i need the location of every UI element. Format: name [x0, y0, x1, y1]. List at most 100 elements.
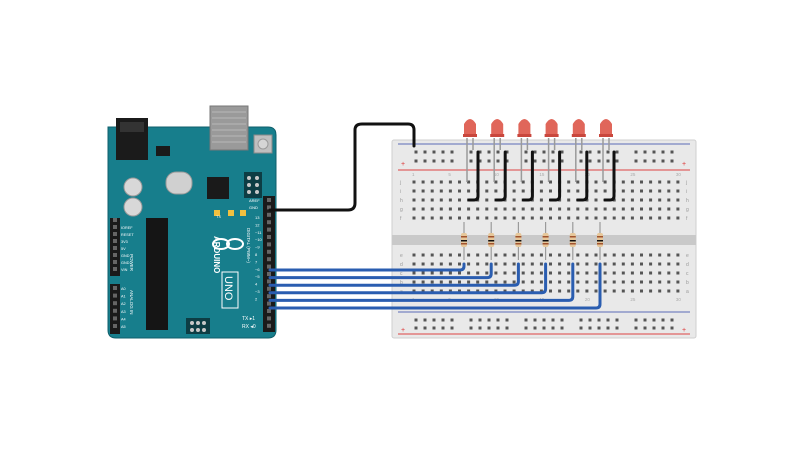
breadboard-hole [649, 280, 653, 284]
gnd-label: GND [249, 205, 258, 210]
rail-hole [560, 326, 564, 330]
breadboard-hole [576, 207, 580, 211]
breadboard-hole [439, 271, 443, 275]
rail-hole [450, 159, 454, 163]
breadboard-hole [585, 262, 589, 266]
breadboard-hole [421, 216, 425, 220]
header-hole [113, 232, 117, 236]
row-letter: i [400, 189, 401, 195]
breadboard-hole [485, 253, 489, 257]
breadboard-hole [530, 271, 534, 275]
breadboard-hole [485, 180, 489, 184]
row-letter: g [686, 207, 689, 213]
breadboard-hole [612, 289, 616, 293]
header-hole [113, 286, 117, 290]
logo-text: ARDUINO [212, 236, 221, 273]
breadboard-hole [448, 262, 452, 266]
rail-hole [643, 326, 647, 330]
gnd-wire [268, 122, 416, 212]
capacitor-2 [123, 197, 143, 217]
breadboard-hole [430, 262, 434, 266]
led [464, 119, 476, 134]
breadboard-hole [567, 280, 571, 284]
row-letter: e [686, 253, 689, 259]
led-rim [463, 134, 477, 137]
resistor-band [461, 240, 467, 242]
analog-pin-label: A1 [121, 295, 126, 299]
power-pin-label: IOREF [121, 226, 133, 230]
tx-label: TX [216, 214, 221, 219]
breadboard-hole [458, 280, 461, 284]
breadboard-hole [485, 289, 489, 293]
breadboard-hole [421, 198, 425, 202]
breadboard-hole [649, 216, 653, 220]
rail-hole [560, 159, 564, 163]
rail-hole [542, 159, 546, 163]
breadboard-hole [439, 280, 443, 284]
led [572, 119, 585, 134]
rail-hole [487, 159, 491, 163]
breadboard-hole [494, 207, 498, 211]
column-number: 25 [630, 172, 636, 177]
breadboard-hole [503, 253, 507, 257]
rail-hole [643, 318, 647, 322]
breadboard-hole [430, 207, 434, 211]
breadboard-hole [640, 253, 643, 257]
breadboard-hole [476, 216, 480, 220]
breadboard-hole [412, 262, 416, 266]
signal-wire [268, 262, 548, 295]
breadboard-hole [549, 216, 552, 220]
breadboard-hole [439, 207, 443, 211]
breadboard-hole [603, 216, 607, 220]
rail-plus-label-right: + [682, 161, 686, 168]
rail-hole [670, 159, 674, 163]
rail-hole [478, 150, 482, 154]
header-hole [113, 267, 117, 271]
rail-hole [524, 326, 528, 330]
breadboard-hole [476, 280, 480, 284]
breadboard-hole [503, 262, 507, 266]
rail-hole [588, 159, 592, 163]
regulator [156, 146, 170, 156]
breadboard-hole [458, 207, 461, 211]
digital-pin-label: 2 [255, 296, 258, 301]
rail-hole [597, 318, 601, 322]
breadboard-hole [676, 271, 680, 275]
breadboard-hole [594, 271, 598, 275]
digital-pin-label: 4 [255, 282, 258, 287]
breadboard-hole [539, 289, 543, 293]
rail-hole [606, 318, 610, 322]
rail-hole [524, 159, 528, 163]
rail-hole [643, 159, 647, 163]
breadboard-hole [658, 207, 662, 211]
column-number: 20 [585, 297, 591, 302]
digital-pin-label: 8 [255, 252, 258, 257]
crystal [165, 171, 193, 195]
header-hole [113, 324, 117, 328]
breadboard-hole [585, 207, 589, 211]
header-hole [267, 198, 271, 202]
header-hole [113, 316, 117, 321]
header-hole [267, 272, 271, 276]
digital-pin-label: ~10 [255, 237, 263, 242]
arduino-logo [212, 238, 244, 250]
breadboard-hole [421, 271, 425, 275]
rail-hole [441, 318, 445, 322]
breadboard-hole [476, 253, 480, 257]
breadboard-hole [630, 216, 634, 220]
breadboard-hole [412, 289, 416, 293]
breadboard-hole [421, 289, 425, 293]
signal-wire [268, 262, 493, 280]
breadboard-hole [558, 253, 562, 257]
rail-hole [478, 326, 482, 330]
row-letter: f [400, 216, 402, 222]
digital-pin-label: ~11 [255, 230, 262, 235]
breadboard-hole [539, 253, 543, 257]
breadboard-hole [676, 189, 680, 193]
breadboard-hole [539, 262, 543, 266]
power-pin-label: 5V [121, 247, 126, 251]
resistor-band [515, 240, 522, 242]
icsp-header-bottom [186, 318, 210, 334]
breadboard-hole [458, 262, 461, 266]
